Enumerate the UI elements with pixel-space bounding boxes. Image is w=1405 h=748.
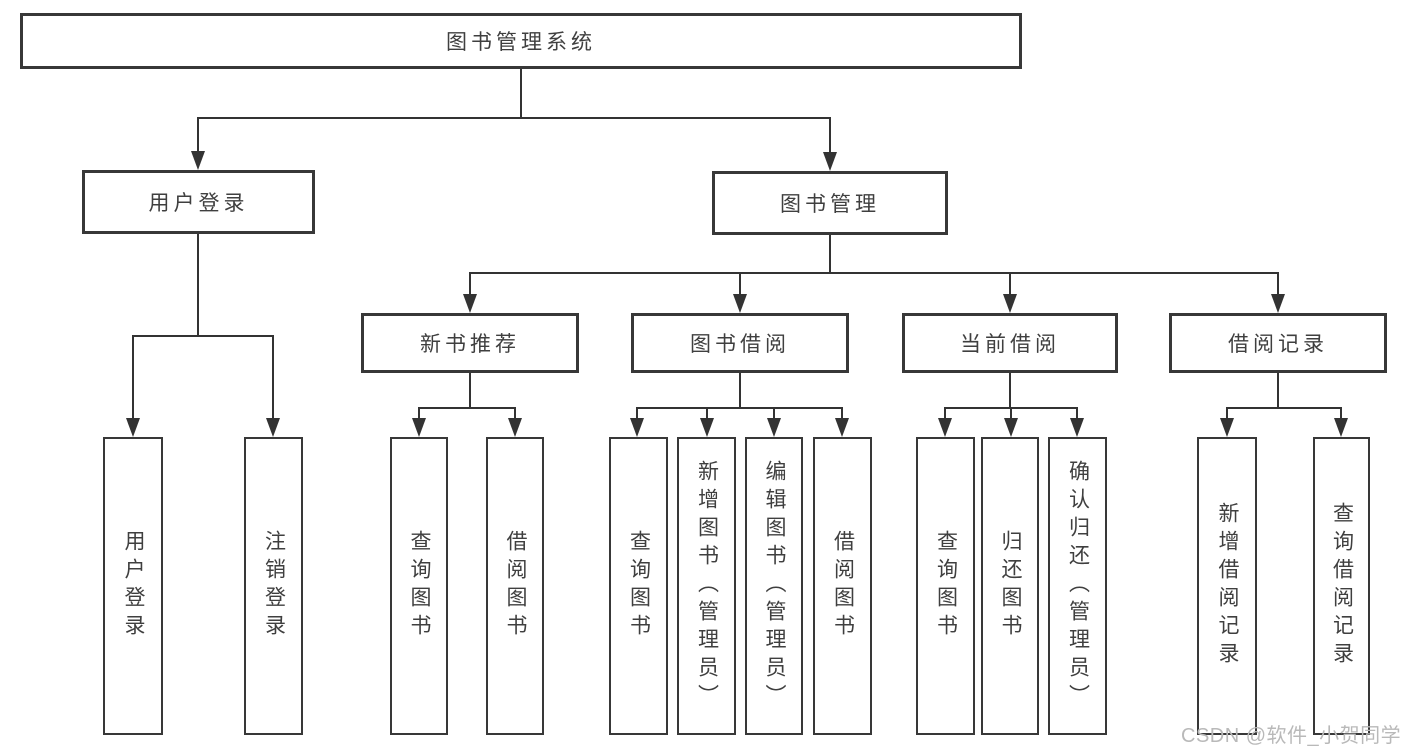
leaf-label: 归还图书 [999, 530, 1023, 642]
leaf-add-borrow-record: 新增借阅记录 [1197, 437, 1257, 735]
leaf-label: 借阅图书 [504, 530, 528, 642]
node-new-book-recommendation: 新书推荐 [361, 313, 579, 373]
leaf-label: 查询图书 [934, 530, 958, 642]
leaf-edit-book-admin: 编辑图书（管理员） [745, 437, 803, 735]
leaf-label: 注销登录 [262, 530, 286, 642]
leaf-label: 查询图书 [627, 530, 651, 642]
node-user-login: 用户登录 [82, 170, 315, 234]
leaf-query-books-current: 查询图书 [916, 437, 975, 735]
leaf-label: 借阅图书 [831, 530, 855, 642]
node-borrowing-records: 借阅记录 [1169, 313, 1387, 373]
leaf-query-books-borrowing: 查询图书 [609, 437, 668, 735]
node-book-management: 图书管理 [712, 171, 948, 235]
leaf-label: 查询图书 [408, 530, 432, 642]
leaf-logout-login: 注销登录 [244, 437, 303, 735]
node-label: 借阅记录 [1228, 333, 1328, 356]
leaf-label: 新增借阅记录 [1216, 502, 1240, 670]
leaf-borrow-books-borrowing: 借阅图书 [813, 437, 872, 735]
leaf-borrow-books-recommend: 借阅图书 [486, 437, 544, 735]
leaf-label: 确认归还（管理员） [1066, 460, 1090, 712]
node-book-borrowing: 图书借阅 [631, 313, 849, 373]
leaf-return-books: 归还图书 [981, 437, 1039, 735]
node-current-borrowing: 当前借阅 [902, 313, 1118, 373]
leaf-label: 新增图书（管理员） [695, 460, 719, 712]
node-label: 用户登录 [148, 192, 249, 215]
node-library-management-system: 图书管理系统 [20, 13, 1022, 69]
leaf-query-books-recommend: 查询图书 [390, 437, 448, 735]
leaf-label: 查询借阅记录 [1330, 502, 1354, 670]
leaf-label: 用户登录 [122, 530, 146, 642]
node-label: 新书推荐 [420, 333, 520, 356]
leaf-confirm-return-admin: 确认归还（管理员） [1048, 437, 1107, 735]
csdn-watermark: CSDN @软件_小贺同学 [1181, 725, 1402, 747]
leaf-query-borrow-record: 查询借阅记录 [1313, 437, 1370, 735]
leaf-label: 编辑图书（管理员） [763, 460, 787, 712]
leaf-user-login: 用户登录 [103, 437, 163, 735]
arrowhead-icons [126, 151, 1348, 437]
node-label: 图书借阅 [690, 333, 790, 356]
node-label: 当前借阅 [960, 333, 1060, 356]
node-label: 图书管理 [780, 193, 880, 216]
leaf-add-book-admin: 新增图书（管理员） [677, 437, 736, 735]
node-label: 图书管理系统 [446, 31, 596, 54]
